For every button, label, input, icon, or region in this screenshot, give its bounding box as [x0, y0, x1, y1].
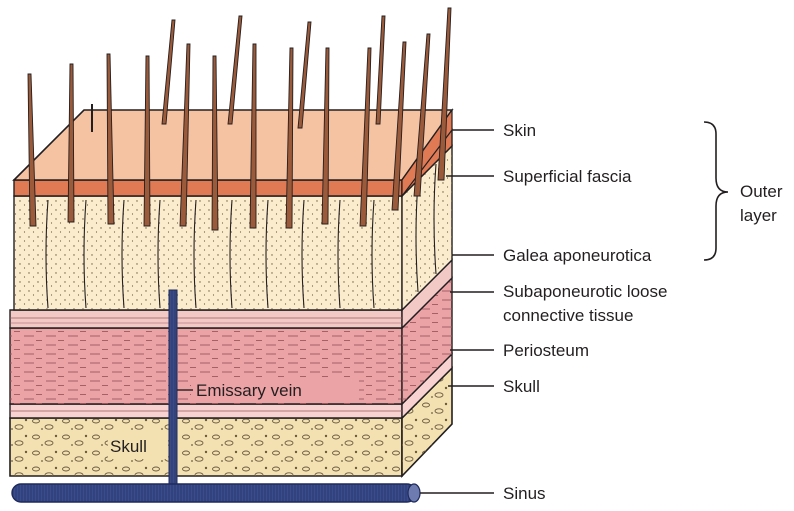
subaponeurotic-label-line1: Subaponeurotic loose — [503, 282, 667, 301]
periosteum-label: Periosteum — [503, 341, 589, 360]
skull-label: Skull — [503, 377, 540, 396]
skull-inner-label: Skull — [110, 437, 147, 456]
outer-layer-brace — [704, 122, 728, 260]
outer-label-line1: Outer — [740, 182, 783, 201]
superficial-fascia-label: Superficial fascia — [503, 167, 632, 186]
skin-label: Skin — [503, 121, 536, 140]
sinus-label: Sinus — [503, 484, 546, 503]
emissary-vein-label: Emissary vein — [196, 381, 302, 400]
skull-inner-label-group: Skull — [108, 433, 168, 459]
outer-label-line2: layer — [740, 206, 777, 225]
galea-aponeurotica-label: Galea aponeurotica — [503, 246, 652, 265]
emissary-vein-label-group: Emissary vein — [177, 378, 359, 402]
sinus-vessel — [12, 484, 420, 502]
subaponeurotic-label-line2: connective tissue — [503, 306, 633, 325]
emissary-vein — [169, 290, 177, 490]
skin-layer — [14, 110, 452, 196]
